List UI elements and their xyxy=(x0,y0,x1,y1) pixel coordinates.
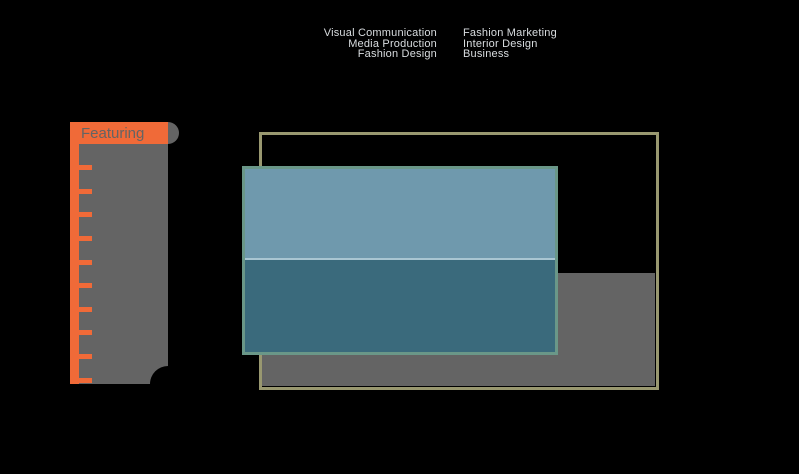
media-top-panel xyxy=(245,169,555,258)
featuring-corner-notch xyxy=(150,366,186,402)
featuring-label: Featuring xyxy=(81,125,145,142)
ruler-tick xyxy=(79,378,92,383)
course-list-left: Visual Communication Media Production Fa… xyxy=(324,28,437,60)
course-link[interactable]: Visual Communication xyxy=(323,27,437,39)
ruler-tick xyxy=(79,307,92,312)
course-list-right: Fashion Marketing Interior Design Busine… xyxy=(463,28,557,60)
ruler-tick xyxy=(79,330,92,335)
course-link[interactable]: Interior Design xyxy=(463,37,538,50)
ruler-tick xyxy=(79,189,92,194)
course-link[interactable]: Media Production xyxy=(348,37,437,50)
ruler-tick xyxy=(79,165,92,170)
ruler-tick xyxy=(79,236,92,241)
media-divider xyxy=(245,258,555,260)
ruler-tick xyxy=(79,260,92,265)
course-link[interactable]: Fashion Marketing xyxy=(463,27,557,39)
ruler-tick xyxy=(79,283,92,288)
media-placeholder[interactable] xyxy=(242,166,558,355)
featuring-panel xyxy=(70,122,168,384)
ruler-tick xyxy=(79,212,92,217)
featuring-ruler-bar xyxy=(70,122,79,384)
course-link[interactable]: Business xyxy=(463,48,510,60)
ruler-tick xyxy=(79,354,92,359)
course-link[interactable]: Fashion Design xyxy=(357,48,437,60)
featuring-header xyxy=(70,122,168,144)
